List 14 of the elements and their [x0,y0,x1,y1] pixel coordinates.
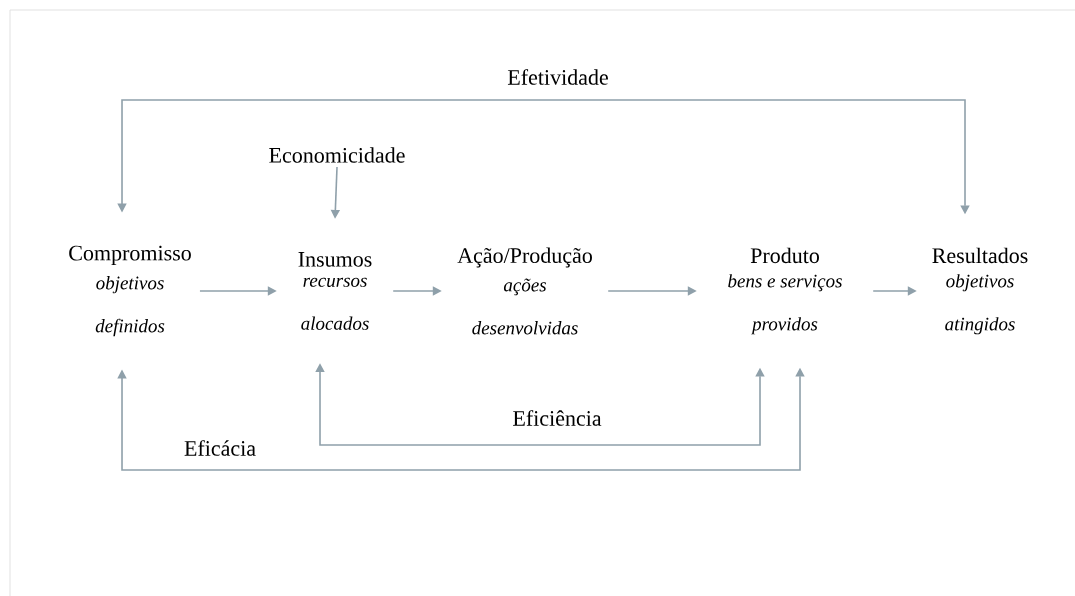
node-description: ações desenvolvidas [472,278,578,335]
edge-label: Efetividade [505,67,611,87]
node-description: bens e serviços providos [728,274,842,335]
node-title: Resultados [932,247,1028,264]
node-title: Insumos [298,252,372,267]
node-title: Produto [750,247,819,264]
node-description: objetivos atingidos [945,274,1015,335]
node-description: recursos alocados [301,277,369,330]
node-description: objetivos definidos [95,276,165,337]
node-title: Economicidade [269,147,405,163]
edge-label: Eficiência [510,408,604,428]
node-title: Ação/Produção [457,247,592,268]
edge-label: Eficácia [182,438,259,458]
node-title: Compromisso [69,245,191,265]
